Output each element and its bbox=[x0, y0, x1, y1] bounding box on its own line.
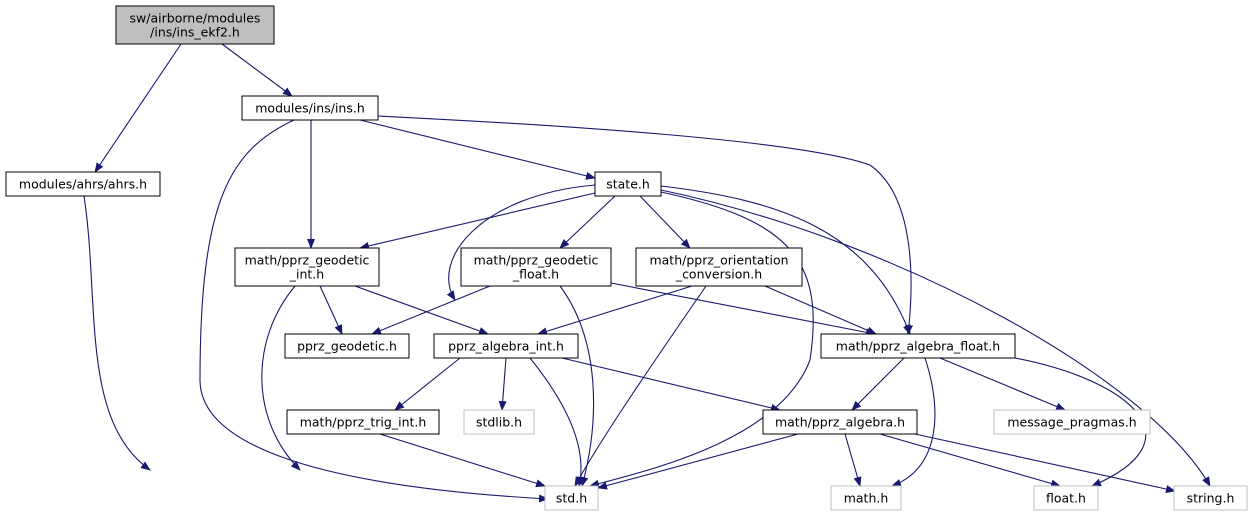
edge-alg-to-string bbox=[914, 433, 1176, 493]
node-label: math/pprz_trig_int.h bbox=[300, 415, 427, 430]
node-label: modules/ins/ins.h bbox=[255, 101, 365, 116]
edge-state-to-geo_float bbox=[559, 195, 616, 249]
edge-state-to-orient bbox=[639, 195, 691, 249]
node-box bbox=[241, 95, 379, 121]
node-box bbox=[820, 333, 1016, 359]
edge-alg_float-to-alg bbox=[851, 357, 905, 411]
node-box bbox=[762, 409, 918, 435]
node-label: stdlib.h bbox=[476, 415, 522, 430]
node-label: pprz_algebra_int.h bbox=[448, 339, 564, 354]
node-float: float.h bbox=[1033, 485, 1099, 511]
node-math: math.h bbox=[830, 485, 902, 511]
node-label: math/pprz_algebra.h bbox=[775, 415, 905, 430]
edge-ins-to-state bbox=[359, 119, 596, 180]
edge-state-to-string bbox=[660, 189, 1211, 487]
node-box bbox=[286, 409, 440, 435]
node-box bbox=[544, 485, 599, 511]
node-label: _int.h bbox=[289, 267, 324, 282]
node-box bbox=[594, 171, 662, 197]
edge-geo_int-to-geo bbox=[319, 285, 343, 335]
node-box bbox=[115, 5, 275, 45]
node-geo_float[interactable]: math/pprz_geodetic_float.h bbox=[460, 247, 612, 287]
node-box bbox=[830, 485, 902, 511]
edge-trig-to-std bbox=[379, 433, 546, 488]
node-alg_float[interactable]: math/pprz_algebra_float.h bbox=[820, 333, 1016, 359]
edge-alg_float-to-math bbox=[891, 357, 936, 487]
node-box bbox=[460, 247, 612, 287]
node-label: math.h bbox=[844, 491, 889, 506]
edge-orient-to-alg_int bbox=[537, 285, 693, 336]
edge-alg_int-to-trig bbox=[394, 357, 461, 411]
edge-ins-to-alg_float bbox=[377, 115, 914, 335]
node-box bbox=[993, 409, 1151, 435]
node-label: pprz_geodetic.h bbox=[297, 339, 397, 354]
node-label: math/pprz_orientation bbox=[649, 253, 788, 268]
node-box bbox=[234, 247, 380, 287]
node-ins[interactable]: modules/ins/ins.h bbox=[241, 95, 379, 121]
node-orient[interactable]: math/pprz_orientation_conversion.h bbox=[635, 247, 803, 287]
edge-alg-to-math bbox=[844, 433, 862, 487]
node-label: math/pprz_geodetic bbox=[245, 253, 370, 268]
node-box bbox=[284, 333, 410, 359]
node-alg_int[interactable]: pprz_algebra_int.h bbox=[433, 333, 579, 359]
node-alg[interactable]: math/pprz_algebra.h bbox=[762, 409, 918, 435]
node-geo_int[interactable]: math/pprz_geodetic_int.h bbox=[234, 247, 380, 287]
node-label: string.h bbox=[1187, 491, 1235, 506]
node-label: sw/airborne/modules bbox=[130, 11, 261, 26]
node-label: modules/ahrs/ahrs.h bbox=[19, 177, 147, 192]
edge-geo_float-to-alg_float bbox=[610, 282, 876, 337]
edge-root-to-ins bbox=[221, 43, 293, 97]
edge-ahrs-to-std bbox=[83, 195, 151, 471]
edge-alg_int-to-alg bbox=[561, 357, 781, 412]
edge-geo_float-to-std bbox=[559, 285, 595, 487]
node-box bbox=[1173, 485, 1248, 511]
node-std: std.h bbox=[544, 485, 599, 511]
edge-state-to-alg_float bbox=[660, 185, 911, 335]
node-string: string.h bbox=[1173, 485, 1248, 511]
node-msgp: message_pragmas.h bbox=[993, 409, 1151, 435]
node-trig[interactable]: math/pprz_trig_int.h bbox=[286, 409, 440, 435]
node-label: state.h bbox=[606, 177, 650, 192]
edge-alg_int-to-std bbox=[529, 357, 585, 487]
edge-root-to-ahrs bbox=[94, 43, 182, 173]
edge-alg-to-float bbox=[879, 433, 1061, 488]
edge-geo_int-to-alg_int bbox=[354, 285, 489, 335]
node-box bbox=[5, 171, 161, 197]
node-label: std.h bbox=[556, 491, 587, 506]
node-label: math/pprz_algebra_float.h bbox=[836, 339, 1000, 354]
node-geo[interactable]: pprz_geodetic.h bbox=[284, 333, 410, 359]
node-box bbox=[1033, 485, 1099, 511]
edge-alg_float-to-msgp bbox=[939, 357, 1066, 411]
node-label: _float.h bbox=[512, 267, 559, 282]
edge-alg-to-std bbox=[597, 433, 799, 490]
edge-orient-to-std bbox=[574, 285, 707, 487]
node-box bbox=[635, 247, 803, 287]
node-label: math/pprz_geodetic bbox=[474, 253, 599, 268]
node-box bbox=[463, 409, 535, 435]
node-label: message_pragmas.h bbox=[1007, 415, 1136, 430]
node-label: float.h bbox=[1046, 491, 1086, 506]
node-label: _conversion.h bbox=[675, 267, 762, 282]
edge-geo_float-to-geo bbox=[371, 285, 491, 335]
edge-alg_int-to-stdlib bbox=[498, 357, 507, 411]
edge-ins-to-std bbox=[199, 119, 549, 503]
node-root[interactable]: sw/airborne/modules/ins/ins_ekf2.h bbox=[115, 5, 275, 45]
edge-state-to-std bbox=[589, 191, 814, 488]
node-label: /ins/ins_ekf2.h bbox=[150, 25, 240, 40]
edge-geo_int-to-std bbox=[261, 285, 301, 471]
edge-state-to-geo_int bbox=[359, 192, 596, 250]
node-stdlib: stdlib.h bbox=[463, 409, 535, 435]
edge-orient-to-alg_float bbox=[764, 285, 877, 335]
node-box bbox=[433, 333, 579, 359]
edge-state-to-alg_int bbox=[446, 184, 596, 301]
node-ahrs[interactable]: modules/ahrs/ahrs.h bbox=[5, 171, 161, 197]
node-state[interactable]: state.h bbox=[594, 171, 662, 197]
node-layer: sw/airborne/modules/ins/ins_ekf2.hmodule… bbox=[5, 5, 1248, 511]
